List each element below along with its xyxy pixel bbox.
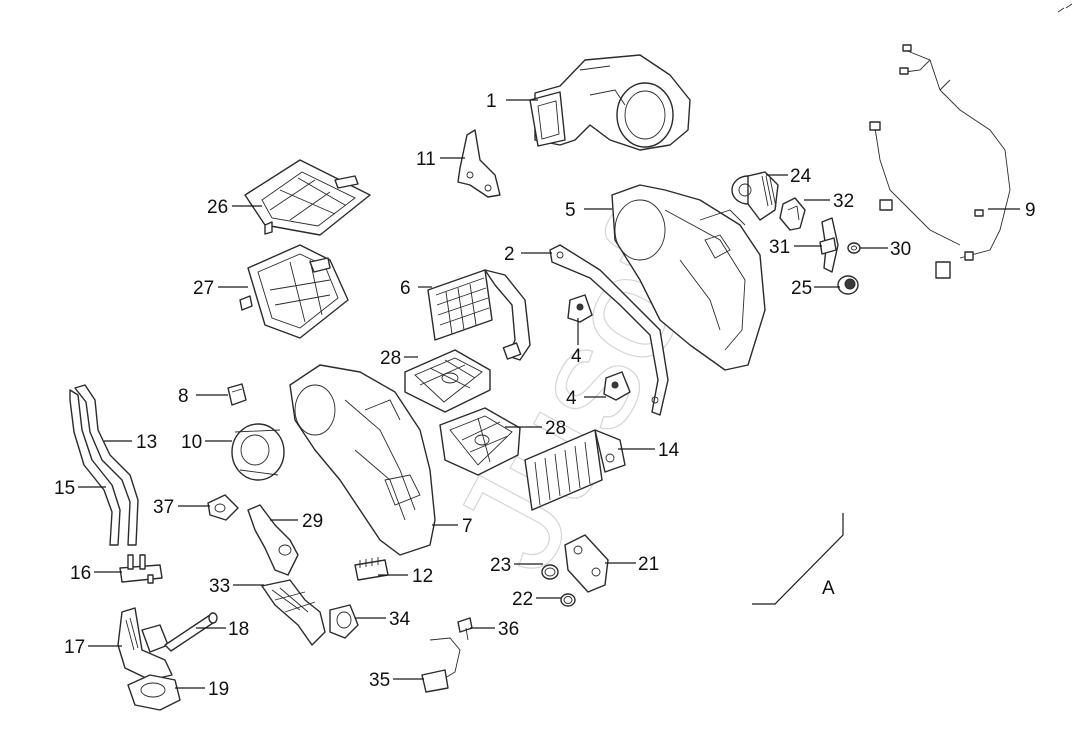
callout-26: 26 — [207, 197, 228, 218]
part-34-ring[interactable] — [329, 604, 359, 639]
part-1-blower-housing[interactable] — [529, 54, 691, 151]
part-18-rod[interactable] — [164, 612, 218, 652]
callout-19: 19 — [208, 679, 229, 700]
part-28-grid-upper[interactable] — [404, 349, 491, 413]
part-36-bolt[interactable] — [457, 617, 473, 641]
callout-28-lower: 28 — [545, 418, 566, 439]
callout-7: 7 — [462, 516, 473, 537]
callout-5: 5 — [565, 200, 576, 221]
part-23-o-ring[interactable] — [541, 564, 559, 580]
part-37-grommet[interactable] — [207, 494, 239, 521]
section-a-indicator: A — [752, 513, 844, 605]
callout-36: 36 — [498, 619, 519, 640]
callout-11: 11 — [416, 149, 436, 170]
callout-31: 31 — [769, 237, 790, 258]
callout-25: 25 — [791, 278, 812, 299]
part-33-mesh-cover[interactable] — [261, 579, 326, 646]
callout-18: 18 — [228, 619, 249, 640]
part-32-clip[interactable] — [779, 197, 806, 231]
callout-4-lower: 4 — [566, 388, 577, 409]
part-29-lever-bracket[interactable] — [247, 504, 299, 576]
part-35-sensor[interactable] — [421, 637, 461, 693]
corner-mark — [1057, 3, 1073, 13]
callout-35: 35 — [369, 670, 390, 691]
callout-13: 13 — [136, 432, 157, 453]
callout-23: 23 — [490, 555, 511, 576]
part-2-bracket-strip[interactable] — [549, 244, 669, 416]
callout-8: 8 — [178, 386, 189, 407]
callout-37: 37 — [153, 497, 174, 518]
part-6-evaporator[interactable] — [427, 269, 531, 361]
part-26-filter-door[interactable] — [244, 159, 371, 236]
callout-22: 22 — [512, 589, 533, 610]
callout-15: 15 — [54, 478, 75, 499]
callout-17: 17 — [64, 637, 85, 658]
part-12-resistor[interactable] — [354, 557, 389, 581]
callout-6: 6 — [400, 278, 411, 299]
callout-27: 27 — [193, 278, 214, 299]
part-10-blower-wheel[interactable] — [231, 423, 285, 481]
part-19-gasket[interactable] — [127, 674, 181, 711]
part-5-main-housing[interactable] — [611, 184, 766, 371]
part-15-hose[interactable] — [69, 389, 121, 546]
callout-4-upper: 4 — [571, 346, 582, 367]
callout-9: 9 — [1025, 200, 1036, 221]
callout-30: 30 — [890, 239, 911, 260]
callout-16: 16 — [70, 563, 91, 584]
callouts: 1 2 4 4 5 6 7 8 9 10 11 12 13 14 15 16 1 — [54, 91, 1036, 700]
part-8-connector[interactable] — [227, 383, 247, 406]
callout-32: 32 — [833, 191, 854, 212]
part-7-heater-housing[interactable] — [289, 364, 436, 556]
section-a-label: A — [822, 578, 835, 599]
callout-24: 24 — [790, 166, 812, 187]
callout-14: 14 — [658, 440, 680, 461]
part-4-actuator-upper[interactable] — [567, 294, 593, 323]
callout-1: 1 — [486, 91, 497, 112]
callout-28-upper: 28 — [380, 348, 401, 369]
part-25-resistor[interactable] — [837, 275, 859, 295]
part-4-actuator-lower[interactable] — [603, 371, 631, 401]
part-21-expansion-valve[interactable] — [564, 534, 609, 593]
part-9-wiring-harness[interactable] — [869, 44, 1011, 279]
part-24-blower-motor[interactable] — [731, 171, 779, 221]
callout-2: 2 — [504, 244, 515, 265]
part-17-heater-core[interactable] — [117, 607, 173, 681]
part-31-small-bracket[interactable] — [819, 217, 839, 273]
part-27-filter-frame[interactable] — [239, 244, 349, 339]
callout-34: 34 — [389, 609, 411, 630]
callout-12: 12 — [412, 566, 433, 587]
part-13-hose[interactable] — [74, 384, 139, 546]
part-28-grid-lower[interactable] — [439, 407, 521, 476]
callout-33: 33 — [209, 576, 230, 597]
callout-21: 21 — [638, 554, 659, 575]
part-30-grommet[interactable] — [847, 242, 861, 254]
callout-29: 29 — [302, 511, 323, 532]
part-22-o-ring[interactable] — [560, 593, 576, 607]
part-11-bracket[interactable] — [457, 129, 501, 198]
part-14-core[interactable] — [524, 429, 626, 511]
part-16-pipe-connector[interactable] — [119, 554, 163, 584]
callout-10: 10 — [181, 432, 202, 453]
